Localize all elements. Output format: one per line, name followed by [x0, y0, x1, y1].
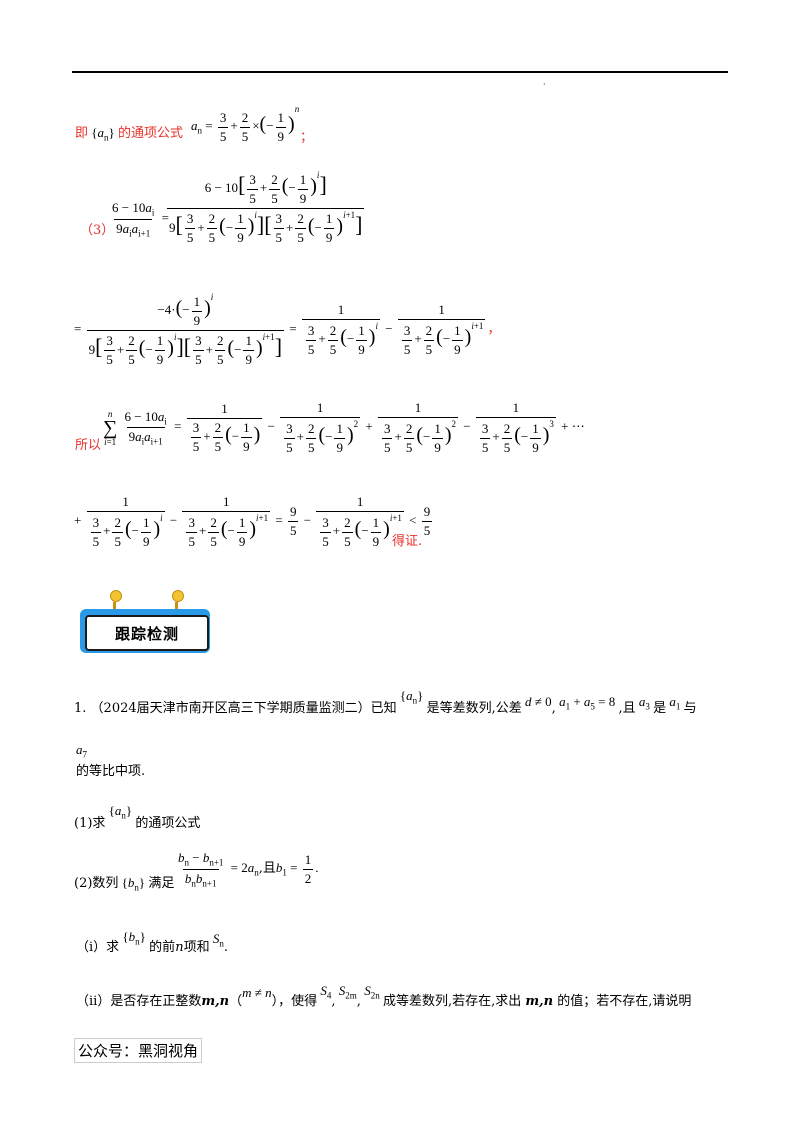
proved-label: 得证.	[392, 534, 423, 549]
question-1: (1)求 {an} 的通项公式	[74, 803, 201, 831]
section-badge-label: 跟踪检测	[85, 615, 209, 651]
bulb-icon	[110, 590, 122, 602]
section-badge: 跟踪检测	[80, 609, 210, 653]
question-2: (2)数列 {bn} 满足	[74, 875, 175, 893]
header-dot: ·	[543, 80, 546, 89]
header-rule	[72, 71, 728, 73]
part3-label: （3）	[80, 223, 115, 238]
bulb-icon	[172, 590, 184, 602]
general-term-line: 即 {an} 的通项公式	[75, 125, 184, 143]
footer-watermark: 公众号：黑洞视角	[74, 1038, 203, 1063]
problem-1-line1: 1. （2024届天津市南开区高三下学期质量监测二）已知 {an} 是等差数列,…	[74, 688, 697, 716]
question-2ii: （ii）是否存在正整数m,n（m ≠ n），使得 S4, S2m, S2n 成等…	[76, 983, 692, 1009]
problem-1-line2: a7 的等比中项.	[76, 742, 146, 779]
so-label: 所以	[75, 438, 102, 453]
line-end-mark: ；	[300, 130, 314, 145]
question-2i: （i）求 {bn} 的前n项和 Sn.	[76, 929, 228, 955]
